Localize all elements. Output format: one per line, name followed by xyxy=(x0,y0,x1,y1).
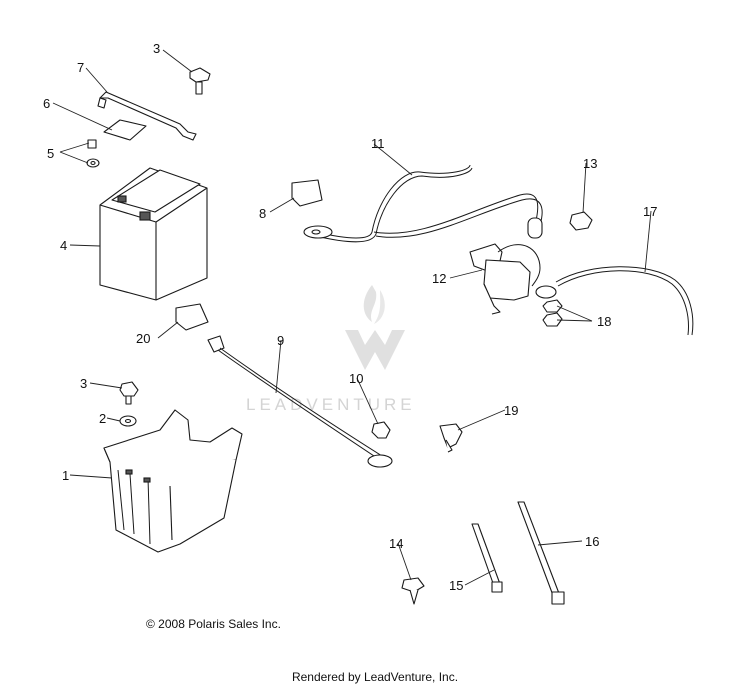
callout-9: 9 xyxy=(277,333,284,348)
part-4-battery xyxy=(99,167,208,301)
part-1-battery-box xyxy=(103,409,243,553)
part-7-hold-down-bracket xyxy=(97,91,197,141)
part-19-fastener xyxy=(439,423,463,453)
part-8-terminal-cover xyxy=(291,179,323,207)
part-20-terminal-cover xyxy=(175,303,209,331)
part-18-nuts xyxy=(542,299,563,327)
callout-11: 11 xyxy=(371,136,385,151)
part-6-pad xyxy=(103,119,147,141)
callout-19: 19 xyxy=(504,403,518,418)
copyright-notice: © 2008 Polaris Sales Inc. xyxy=(146,617,281,631)
callout-10: 10 xyxy=(349,371,363,386)
callout-17: 17 xyxy=(643,204,657,219)
part-10-bolt xyxy=(371,421,391,439)
part-16-cable-tie xyxy=(517,501,565,605)
callout-14: 14 xyxy=(389,536,403,551)
callout-13: 13 xyxy=(583,156,597,171)
leader-lines xyxy=(52,49,652,586)
callout-3-lower: 3 xyxy=(80,376,87,391)
rendered-by-footer: Rendered by LeadVenture, Inc. xyxy=(291,670,459,684)
watermark-logo: LEADVENTURE xyxy=(246,285,416,414)
callout-18: 18 xyxy=(597,314,611,329)
watermark-text: LEADVENTURE xyxy=(246,395,416,414)
callout-7: 7 xyxy=(77,60,84,75)
part-11-cable xyxy=(303,164,543,243)
part-3-screw-lower xyxy=(119,381,139,405)
part-2-washer xyxy=(119,415,137,427)
part-14-push-pin xyxy=(401,577,425,605)
part-3-screw-top xyxy=(189,67,211,95)
callout-3-top: 3 xyxy=(153,41,160,56)
callout-6: 6 xyxy=(43,96,50,111)
callout-4: 4 xyxy=(60,238,67,253)
part-9-cable xyxy=(207,335,393,468)
part-13-bolt xyxy=(569,211,593,231)
callouts: 1 2 3 3 4 5 6 7 8 9 10 11 12 13 14 15 16… xyxy=(43,41,657,593)
part-5-screw-washer xyxy=(86,139,100,168)
callout-20: 20 xyxy=(136,331,150,346)
part-17-cable xyxy=(555,266,694,336)
part-12-solenoid xyxy=(469,243,557,315)
callout-2: 2 xyxy=(99,411,106,426)
part-15-cable-tie xyxy=(471,523,503,593)
callout-8: 8 xyxy=(259,206,266,221)
callout-1: 1 xyxy=(62,468,69,483)
callout-15: 15 xyxy=(449,578,463,593)
callout-12: 12 xyxy=(432,271,446,286)
callout-16: 16 xyxy=(585,534,599,549)
callout-5: 5 xyxy=(47,146,54,161)
